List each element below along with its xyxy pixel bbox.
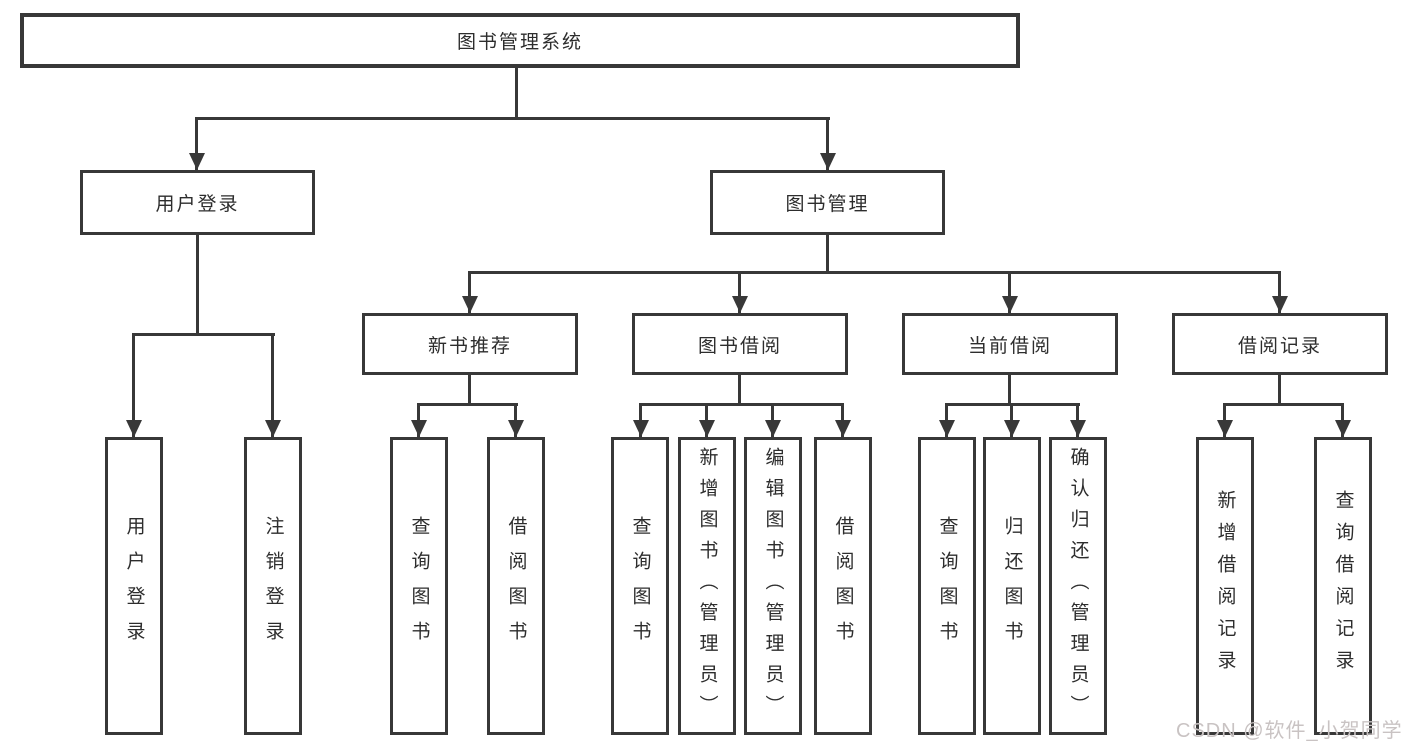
- leaf-label: 确认归还（管理员）: [1067, 446, 1089, 726]
- csdn-watermark: CSDN @软件_小贺同学: [1176, 720, 1403, 742]
- leaf-add-borrow-record: 新增借阅记录: [1196, 437, 1254, 735]
- connector-arrow-down: [1008, 271, 1011, 313]
- leaf-label: 查询借阅记录: [1332, 490, 1354, 682]
- node-root-system: 图书管理系统: [20, 13, 1020, 68]
- connector-line: [417, 403, 518, 406]
- leaf-label: 新增图书（管理员）: [696, 446, 718, 726]
- leaf-query-books-recommend: 查询图书: [390, 437, 448, 735]
- node-user-login: 用户登录: [80, 170, 315, 235]
- connector-arrow-down: [271, 333, 274, 437]
- connector-arrow-down: [514, 403, 517, 437]
- leaf-label: 借阅图书: [832, 516, 854, 656]
- leaf-query-borrow-record: 查询借阅记录: [1314, 437, 1372, 735]
- connector-arrow-down: [468, 271, 471, 313]
- connector-line: [1008, 375, 1011, 405]
- leaf-return-books: 归还图书: [983, 437, 1041, 735]
- connector-line: [196, 235, 199, 335]
- leaf-label: 归还图书: [1001, 516, 1023, 656]
- connector-arrow-down: [417, 403, 420, 437]
- connector-line: [1278, 375, 1281, 405]
- leaf-label: 查询图书: [408, 516, 430, 656]
- connector-line: [468, 375, 471, 405]
- connector-line: [468, 271, 1281, 274]
- node-new-book-recommend: 新书推荐: [362, 313, 578, 375]
- connector-arrow-down: [738, 271, 741, 313]
- connector-arrow-down: [132, 333, 135, 437]
- connector-arrow-down: [826, 117, 829, 170]
- connector-line: [738, 375, 741, 405]
- node-book-borrow: 图书借阅: [632, 313, 848, 375]
- connector-arrow-down: [705, 403, 708, 437]
- leaf-label: 注销登录: [262, 516, 284, 656]
- leaf-logout: 注销登录: [244, 437, 302, 735]
- leaf-label: 借阅图书: [505, 516, 527, 656]
- connector-arrow-down: [1223, 403, 1226, 437]
- connector-line: [515, 68, 518, 119]
- leaf-query-books-borrow: 查询图书: [611, 437, 669, 735]
- node-current-borrow: 当前借阅: [902, 313, 1118, 375]
- connector-arrow-down: [1010, 403, 1013, 437]
- node-borrow-records: 借阅记录: [1172, 313, 1388, 375]
- connector-arrow-down: [195, 117, 198, 170]
- connector-arrow-down: [1341, 403, 1344, 437]
- leaf-add-books-admin: 新增图书（管理员）: [678, 437, 736, 735]
- connector-arrow-down: [945, 403, 948, 437]
- leaf-confirm-return-admin: 确认归还（管理员）: [1049, 437, 1107, 735]
- leaf-label: 用户登录: [123, 516, 145, 656]
- leaf-user-login: 用户登录: [105, 437, 163, 735]
- leaf-borrow-books-recommend: 借阅图书: [487, 437, 545, 735]
- connector-arrow-down: [639, 403, 642, 437]
- connector-line: [132, 333, 275, 336]
- connector-arrow-down: [1278, 271, 1281, 313]
- connector-line: [639, 403, 844, 406]
- connector-line: [196, 117, 830, 120]
- leaf-query-books-current: 查询图书: [918, 437, 976, 735]
- connector-arrow-down: [841, 403, 844, 437]
- leaf-label: 编辑图书（管理员）: [762, 446, 784, 726]
- leaf-label: 新增借阅记录: [1214, 490, 1236, 682]
- node-book-management: 图书管理: [710, 170, 945, 235]
- leaf-label: 查询图书: [936, 516, 958, 656]
- leaf-label: 查询图书: [629, 516, 651, 656]
- connector-line: [1223, 403, 1344, 406]
- leaf-edit-books-admin: 编辑图书（管理员）: [744, 437, 802, 735]
- connector-line: [826, 235, 829, 273]
- connector-arrow-down: [771, 403, 774, 437]
- leaf-borrow-books: 借阅图书: [814, 437, 872, 735]
- connector-arrow-down: [1076, 403, 1079, 437]
